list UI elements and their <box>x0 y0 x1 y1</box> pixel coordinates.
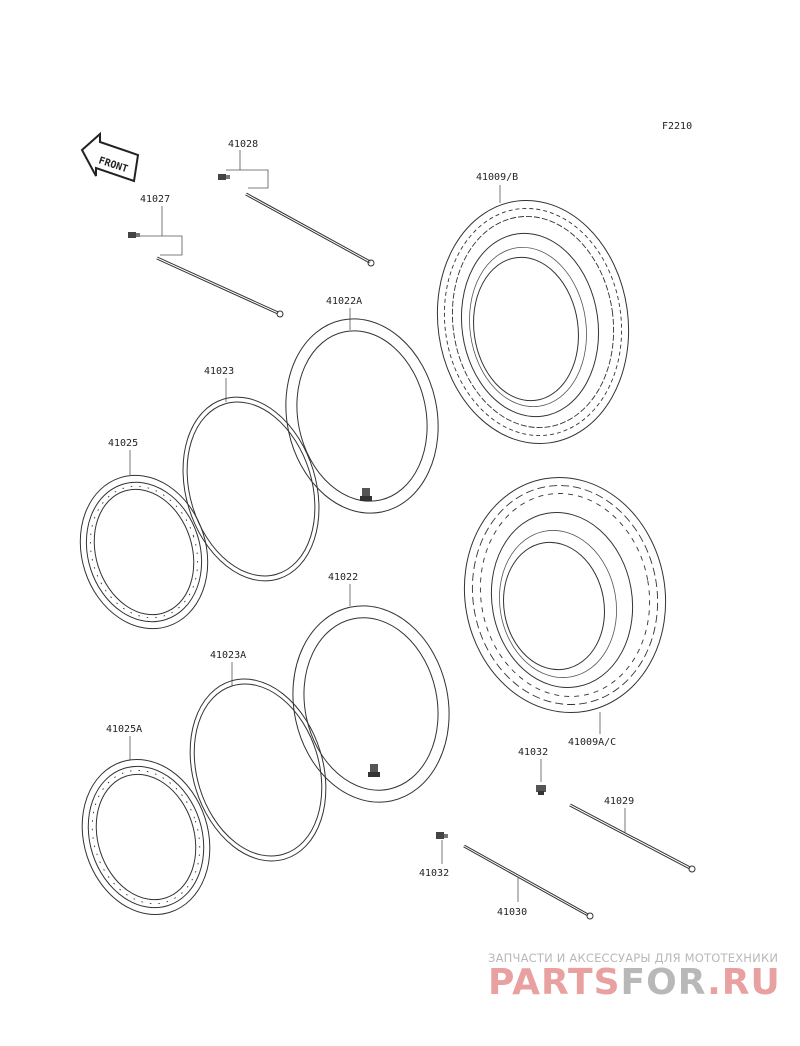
rim-41025: 41025 <box>79 438 209 630</box>
tire-41009-b: 41009/B <box>436 172 630 445</box>
watermark-tagline: ЗАПЧАСТИ И АКСЕССУАРЫ ДЛЯ МОТОТЕХНИКИ <box>488 951 779 965</box>
watermark-brand-c: .RU <box>707 962 781 1003</box>
tire-41009a-c: 41009A/C <box>463 477 667 748</box>
spoke-41028: 41028 <box>218 139 375 267</box>
spoke-41027: 41027 <box>128 194 284 318</box>
label-41023: 41023 <box>204 366 234 377</box>
label-41032-bottom: 41032 <box>419 868 449 879</box>
rimband-41023a: 41023A <box>189 650 327 862</box>
spoke-41030: 41030 <box>463 844 594 920</box>
rim-41025a: 41025A <box>81 724 211 916</box>
label-41022: 41022 <box>328 572 358 583</box>
watermark-brand-a: PARTS <box>488 962 621 1003</box>
rimband-41023: 41023 <box>182 366 320 582</box>
tube-41022: 41022 <box>292 572 450 803</box>
watermark-logo: PARTSFOR.RU <box>488 962 781 1003</box>
watermark-brand-b: FOR <box>620 962 708 1003</box>
spoke-41029: 41029 <box>569 796 696 873</box>
label-41022a: 41022A <box>326 296 362 307</box>
label-41023a: 41023A <box>210 650 246 661</box>
label-41025a: 41025A <box>106 724 142 735</box>
label-41025: 41025 <box>108 438 138 449</box>
label-41028: 41028 <box>228 139 258 150</box>
tube-41022a: 41022A <box>285 296 439 514</box>
label-41030: 41030 <box>497 907 527 918</box>
label-41032-top: 41032 <box>518 747 548 758</box>
label-41027: 41027 <box>140 194 170 205</box>
label-41009a-c: 41009A/C <box>568 737 616 748</box>
front-arrow-icon: FRONT <box>80 131 140 183</box>
nipple-41032-bottom: 41032 <box>419 832 449 879</box>
nipple-41032-top: 41032 <box>518 747 548 795</box>
figure-code: F2210 <box>662 121 692 132</box>
label-41009-b: 41009/B <box>476 172 518 183</box>
label-41029: 41029 <box>604 796 634 807</box>
